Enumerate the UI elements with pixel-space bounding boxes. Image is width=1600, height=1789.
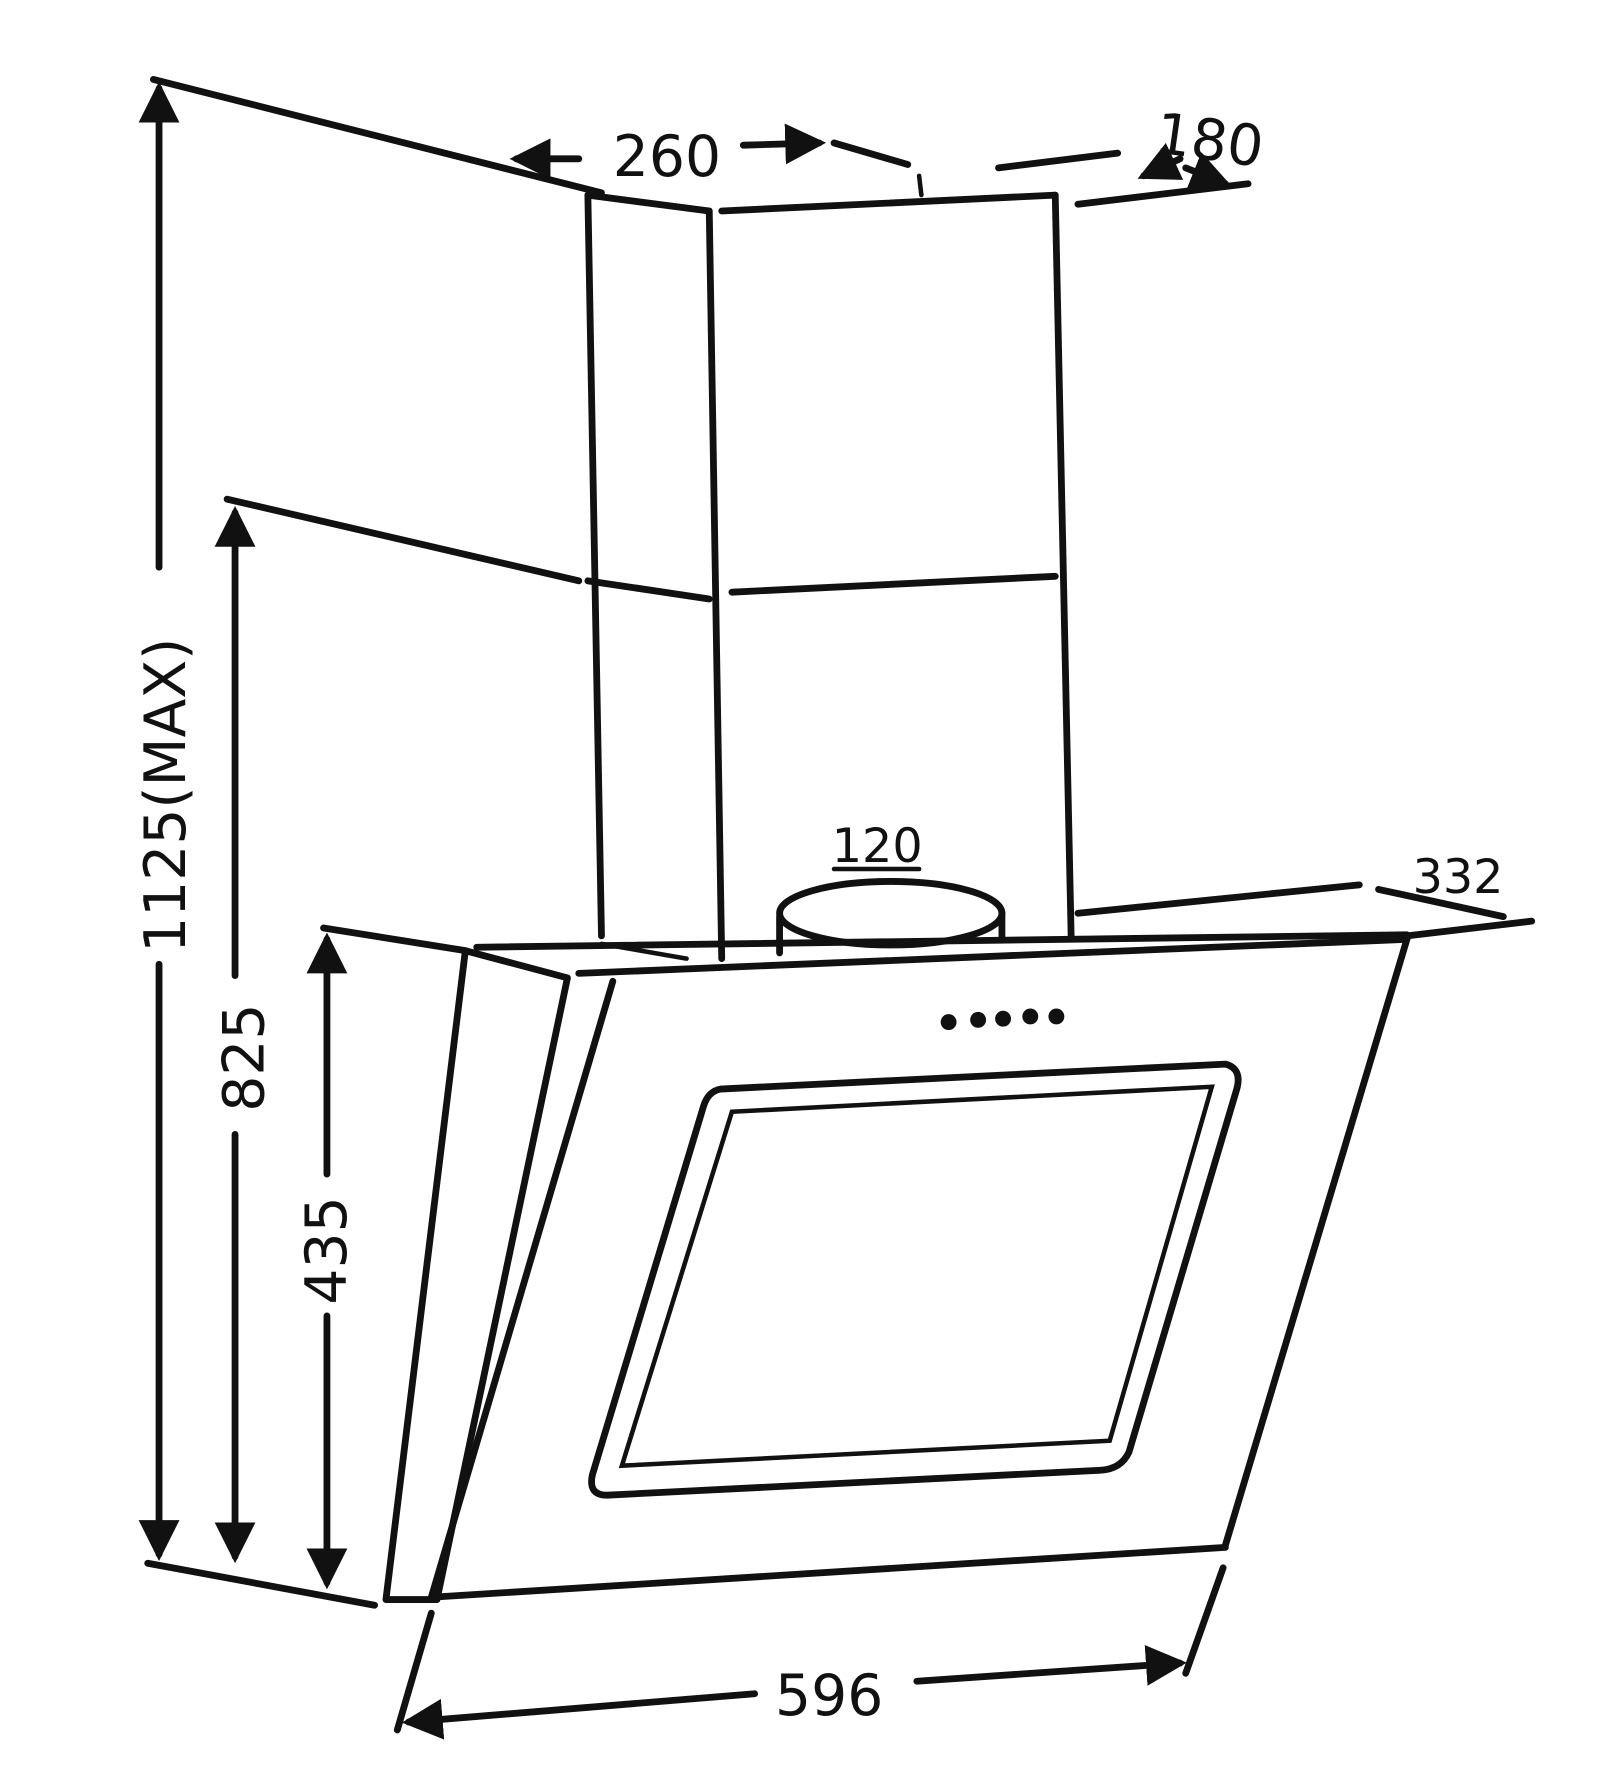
chimney-width-label: 260 — [613, 124, 721, 190]
hood-depth-label: 332 — [1413, 850, 1504, 905]
duct-diameter-label: 120 — [832, 819, 923, 874]
control-button — [1048, 1008, 1065, 1025]
control-button — [1022, 1008, 1039, 1025]
dimension-duct-diameter: 120 — [832, 819, 923, 874]
control-buttons — [940, 1008, 1065, 1031]
dimension-chimney-depth: 180 — [995, 101, 1268, 208]
chimney-depth-label: 180 — [1151, 101, 1267, 181]
glass-window — [588, 1060, 1242, 1499]
dimension-hood-height: 435 — [294, 924, 469, 1590]
height-825-label: 825 — [211, 1003, 277, 1111]
dimension-hood-width: 596 — [393, 1564, 1227, 1740]
dimension-chimney-width: 260 — [509, 123, 912, 190]
control-button — [995, 1010, 1012, 1027]
control-button — [940, 1014, 957, 1031]
hood-height-label: 435 — [294, 1196, 360, 1304]
total-height-label: 1125(MAX) — [133, 638, 199, 953]
hood-width-label: 596 — [775, 1663, 883, 1729]
dimension-height-825: 825 — [211, 495, 583, 1564]
hood-body — [382, 931, 1411, 1603]
chimney — [584, 173, 1075, 962]
dimension-hood-depth: 332 — [1074, 850, 1536, 940]
dimension-total-height: 1125(MAX) — [133, 76, 605, 1609]
control-button — [970, 1011, 987, 1028]
